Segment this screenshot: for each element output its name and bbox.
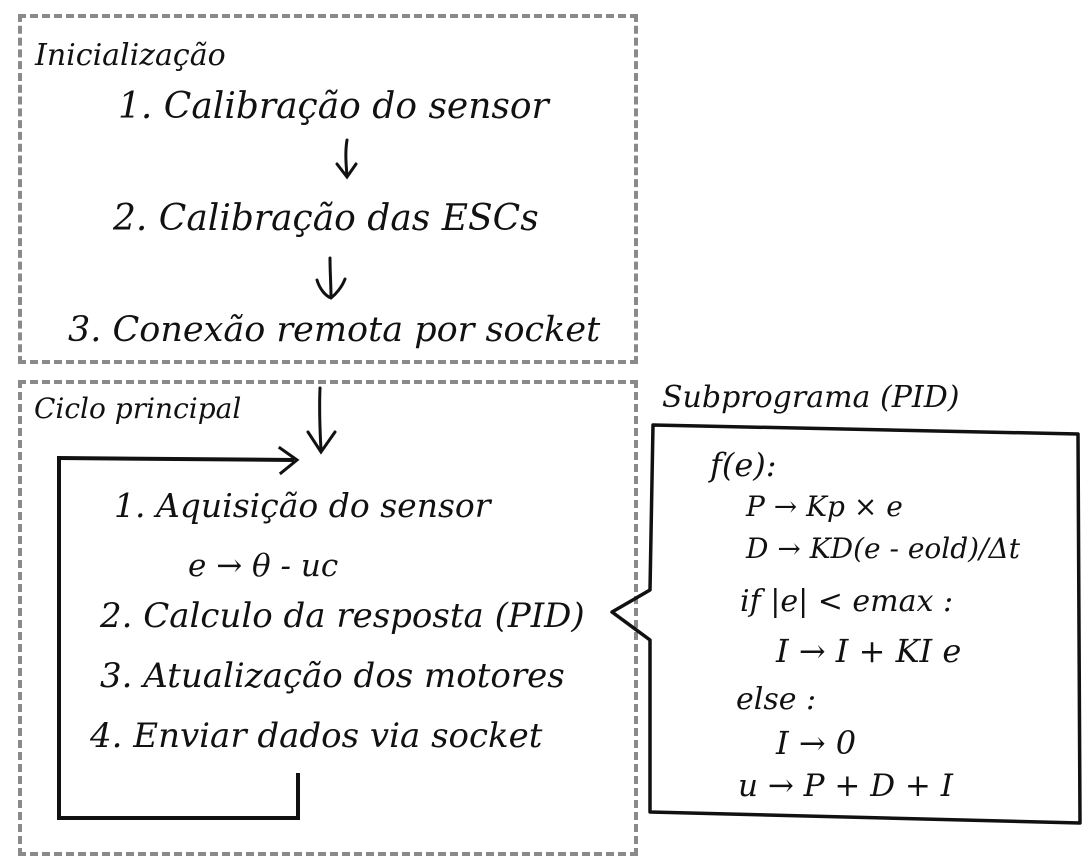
arrow-down-2 — [315, 256, 347, 300]
pid-line-2: P → Kp × e — [746, 490, 903, 523]
loop-step-4: 4. Enviar dados via socket — [90, 716, 543, 756]
pid-title: Subprograma (PID) — [662, 380, 960, 415]
pid-line-1: f(e): — [710, 446, 777, 484]
loop-step-3: 3. Atualização dos motores — [100, 656, 565, 696]
loop-step-1-formula: e → θ - uc — [188, 548, 339, 584]
init-step-2: 2. Calibração das ESCs — [113, 198, 539, 239]
pid-line-8: u → P + D + I — [738, 768, 953, 804]
loop-feedback-line — [56, 445, 300, 820]
init-title: Inicialização — [35, 38, 226, 73]
loop-step-1: 1. Aquisição do sensor — [114, 486, 491, 525]
loop-title: Ciclo principal — [34, 392, 242, 425]
pid-line-6: else : — [736, 682, 817, 717]
init-box — [18, 14, 638, 364]
loop-box — [18, 380, 638, 856]
pid-line-3: D → KD(e - eold)/Δt — [746, 532, 1020, 565]
init-step-3: 3. Conexão remota por socket — [68, 310, 601, 350]
arrow-init-to-loop — [306, 386, 337, 455]
loop-step-2: 2. Calculo da resposta (PID) — [100, 596, 585, 636]
arrow-down-1 — [335, 138, 358, 180]
pid-callout — [610, 423, 1082, 825]
pid-line-7: I → 0 — [776, 724, 857, 762]
init-step-1: 1. Calibração do sensor — [118, 86, 549, 127]
pid-line-5: I → I + KI e — [776, 632, 962, 670]
pid-line-4: if |e| < emax : — [740, 584, 954, 619]
